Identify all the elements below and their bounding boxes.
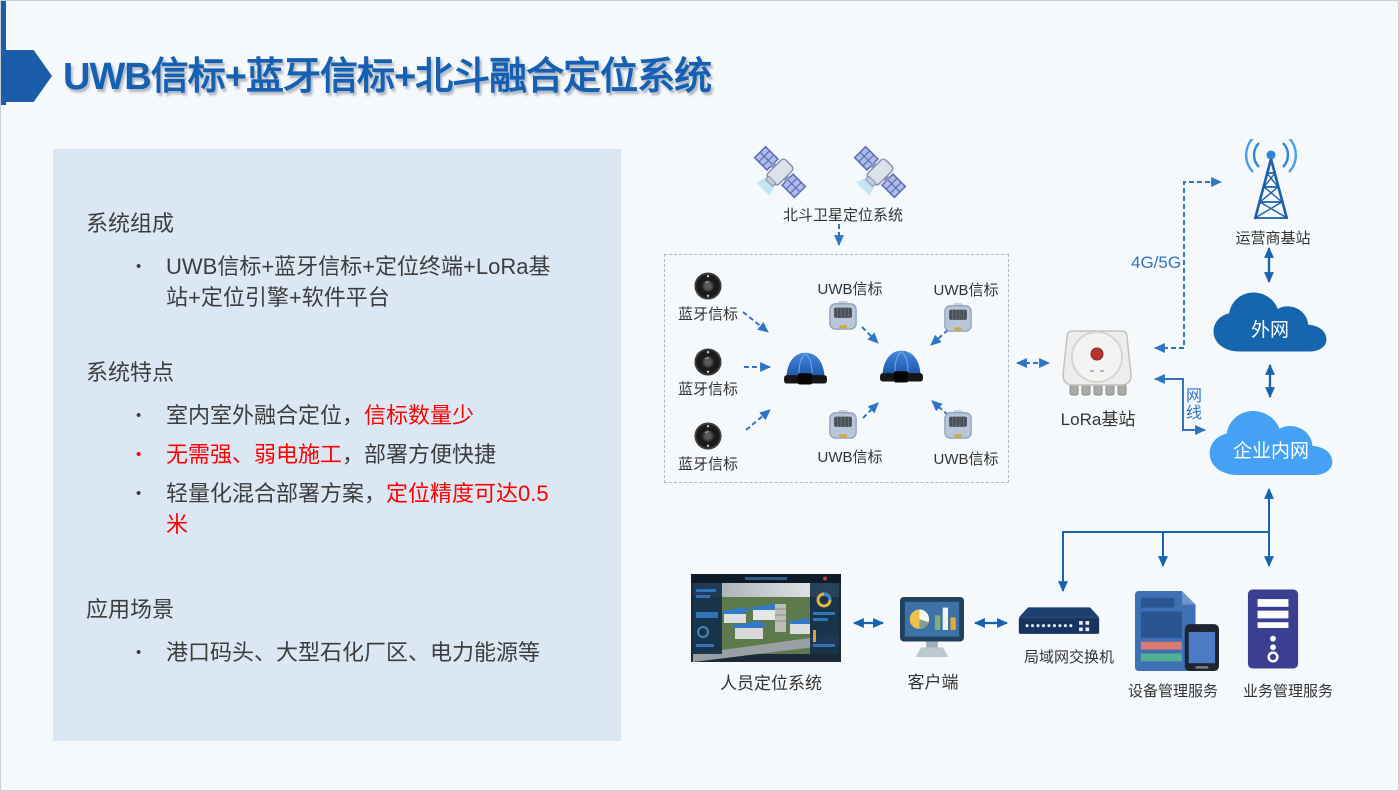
list-item: • UWB信标+蓝牙信标+定位终端+LoRa基 站+定位引擎+软件平台 [136,251,591,313]
bullet: • [136,407,142,424]
bluetooth-beacon-icon [694,422,722,450]
extranet-label: 外网 [1250,319,1289,341]
bullet: • [136,258,142,275]
bullet: • [136,644,142,661]
uwb-beacon-icon [943,302,973,334]
business-mgmt-icon [1246,587,1300,671]
satellite-label: 北斗卫星定位系统 [782,207,904,224]
helmet-terminal-icon [878,348,925,389]
bluetooth-beacon-label: 蓝牙信标 [677,381,739,398]
bluetooth-beacon-label: 蓝牙信标 [677,306,739,323]
beacon-zone-box [664,254,1009,483]
page-title: UWB信标+蓝牙信标+北斗融合定位系统 [63,56,712,98]
lan-switch-icon [1017,605,1101,639]
satellite-icon [849,145,911,203]
section-composition: 系统组成 • UWB信标+蓝牙信标+定位终端+LoRa基 站+定位引擎+软件平台 [86,206,591,313]
device-mgmt-label: 设备管理服务 [1127,683,1219,700]
uwb-beacon-icon [828,409,858,441]
cell-tower-icon [1225,139,1317,227]
business-mgmt-label: 业务管理服务 [1242,683,1334,700]
composition-line2: 站+定位引擎+软件平台 [166,285,390,310]
lora-station-label: LoRa基站 [1060,410,1136,429]
scenarios-heading: 应用场景 [86,597,175,622]
uwb-beacon-icon [828,300,858,332]
client-monitor-icon [898,595,966,659]
composition-heading: 系统组成 [86,211,175,236]
lora-station-icon [1057,327,1137,403]
bluetooth-beacon-label: 蓝牙信标 [677,456,739,473]
personnel-system-screenshot [691,574,841,662]
list-item: • 室内室外融合定位，信标数量少 [136,400,591,431]
intranet-cloud: 企业内网 [1205,407,1337,479]
section-features: 系统特点 • 室内室外融合定位，信标数量少 • 无需强、弱电施工，部署方便快捷 … [86,355,591,540]
bullet: • [136,485,142,502]
cable-label: 网线 [1186,388,1203,422]
bullet: • [136,446,142,463]
composition-line1: UWB信标+蓝牙信标+定位终端+LoRa基 [166,254,551,279]
personnel-system-label: 人员定位系统 [720,674,822,693]
link-4g5g-label: 4G/5G [1131,253,1182,272]
cell-tower-label: 运营商基站 [1235,230,1311,247]
list-item: • 无需强、弱电施工，部署方便快捷 [136,439,591,470]
section-scenarios: 应用场景 • 港口码头、大型石化厂区、电力能源等 [86,592,591,668]
bluetooth-beacon-icon [694,272,722,300]
info-panel: 系统组成 • UWB信标+蓝牙信标+定位终端+LoRa基 站+定位引擎+软件平台… [53,149,621,741]
uwb-beacon-label: UWB信标 [817,281,883,298]
bluetooth-beacon-icon [694,348,722,376]
helmet-terminal-icon [782,350,829,391]
uwb-beacon-label: UWB信标 [933,282,999,299]
accent-strip [1,1,6,105]
uwb-beacon-label: UWB信标 [817,449,883,466]
intranet-label: 企业内网 [1232,440,1309,462]
extranet-cloud: 外网 [1207,289,1333,355]
device-mgmt-icon [1131,589,1221,673]
client-label: 客户端 [907,673,959,692]
uwb-beacon-label: UWB信标 [933,451,999,468]
features-heading: 系统特点 [86,360,175,385]
lan-switch-label: 局域网交换机 [1023,649,1115,666]
uwb-beacon-icon [943,409,973,441]
satellite-icon [749,145,811,203]
list-item: • 港口码头、大型石化厂区、电力能源等 [136,637,591,668]
list-item: • 轻量化混合部署方案，定位精度可达0.5 米 [136,478,591,540]
